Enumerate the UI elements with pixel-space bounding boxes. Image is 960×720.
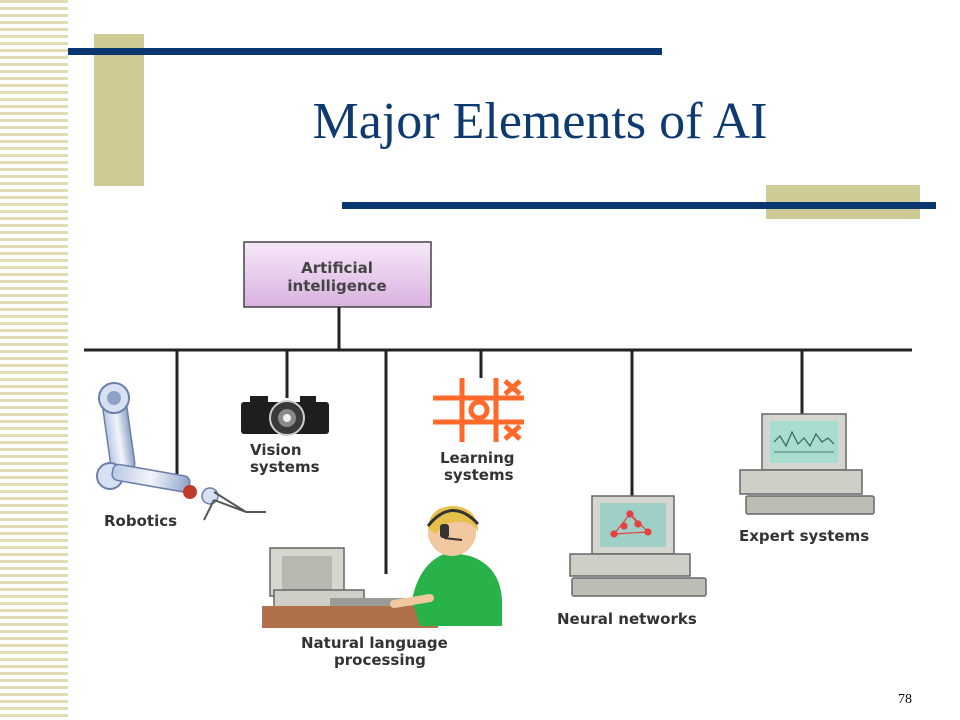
left-stripe-decoration bbox=[0, 0, 68, 720]
page-number: 78 bbox=[898, 692, 912, 707]
computer-icon-neural bbox=[569, 495, 707, 597]
computer-operator-icon bbox=[262, 506, 502, 628]
root-label-line1: Artificial bbox=[301, 259, 373, 277]
deco-bar-top bbox=[68, 48, 662, 55]
tic-tac-toe-icon bbox=[433, 378, 524, 442]
label-expert-systems: Expert systems bbox=[739, 527, 869, 545]
label-learning-line2: systems bbox=[444, 466, 514, 484]
label-vision-line2: systems bbox=[250, 458, 320, 476]
label-nlp-line2: processing bbox=[334, 651, 426, 669]
computer-icon-expert bbox=[739, 413, 875, 515]
camera-icon bbox=[241, 396, 329, 436]
root-node-artificial-intelligence: Artificial intelligence bbox=[243, 241, 432, 308]
label-learning-line1: Learning bbox=[440, 449, 515, 467]
deco-block-top-left bbox=[94, 34, 144, 186]
slide-title: Major Elements of AI bbox=[312, 93, 768, 150]
connector-lines bbox=[84, 307, 912, 574]
robot-arm-icon bbox=[96, 382, 266, 521]
label-vision-line1: Vision bbox=[250, 441, 302, 459]
label-robotics: Robotics bbox=[104, 512, 177, 530]
deco-bar-bottom bbox=[342, 202, 936, 209]
label-nlp-line1: Natural language bbox=[301, 634, 448, 652]
root-label-line2: intelligence bbox=[287, 277, 386, 295]
label-neural-networks: Neural networks bbox=[557, 610, 697, 628]
